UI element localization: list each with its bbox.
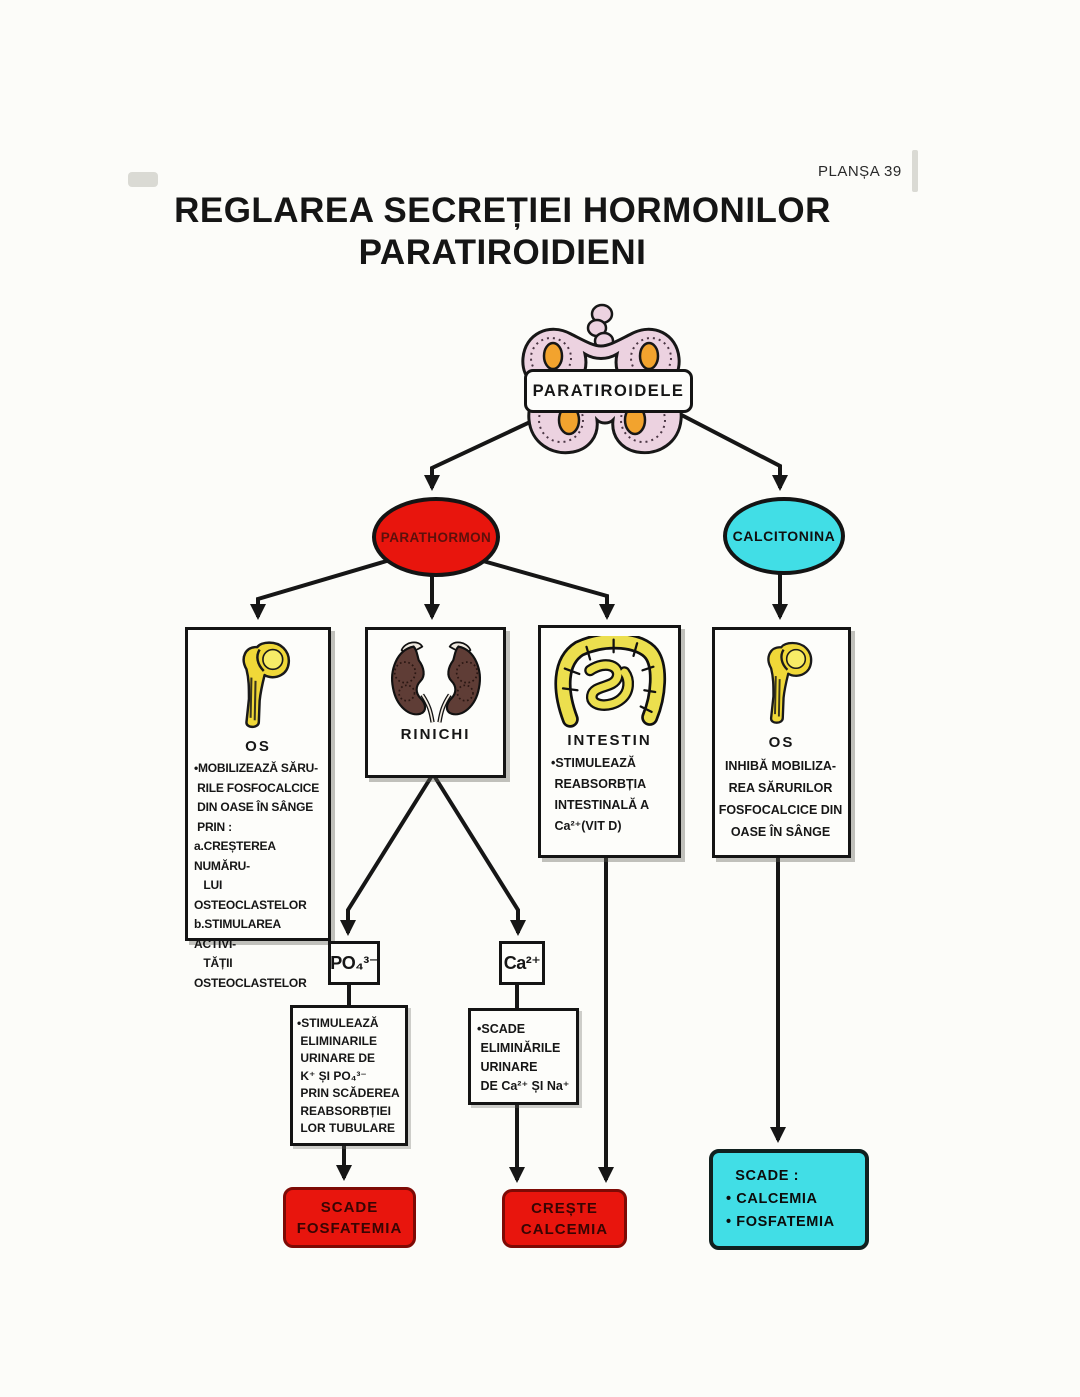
organ-title: OS <box>245 738 271 755</box>
calcium-node: Ca²⁺ <box>499 941 545 985</box>
outcome-creste-calcemia: CREȘTE CALCEMIA <box>502 1189 627 1248</box>
outcome-text: SCADE FOSFATEMIA <box>296 1198 403 1237</box>
title-line-2: PARATIROIDIENI <box>358 233 647 272</box>
os-calcitonina-box: OS INHIBĂ MOBILIZA- REA SĂRURILOR FOSFOC… <box>712 627 851 858</box>
os-parathormon-box: OS •MOBILIZEAZĂ SĂRU- RILE FOSFOCALCICE … <box>185 627 331 990</box>
intestine-icon <box>553 636 666 728</box>
kidneys-icon <box>390 641 481 723</box>
phosphate-node: PO₄³⁻ <box>328 941 380 985</box>
arrow-rinichi-to-po4 <box>340 772 435 936</box>
title-line-1: REGLAREA SECREȚIEI HORMONILOR <box>174 191 831 230</box>
outcome-scade-fosfatemia: SCADE FOSFATEMIA <box>283 1187 416 1248</box>
bone-icon <box>766 641 812 724</box>
rinichi-box: RINICHI <box>365 627 506 778</box>
arrow-parathormon-to-os <box>250 558 391 620</box>
parathormon-node: PARATHORMON <box>372 497 500 577</box>
paratiroidele-label: PARATIROIDELE <box>524 369 693 413</box>
intestin-box: INTESTIN •STIMULEAZĂ REABSORBȚIA INTESTI… <box>538 625 681 858</box>
outcome-text: CREȘTE CALCEMIA <box>520 1199 609 1238</box>
scan-artifact <box>912 150 918 192</box>
outcome-calcitonina: SCADE : • CALCEMIA • FOSFATEMIA <box>709 1149 869 1250</box>
page-title: REGLAREA SECREȚIEI HORMONILOR PARATIROID… <box>0 190 1005 274</box>
organ-title: INTESTIN <box>567 732 652 749</box>
organ-effect-text: •STIMULEAZĂ REABSORBȚIA INTESTINALĂ A Ca… <box>551 756 650 833</box>
plate-number: PLANȘA 39 <box>818 163 902 180</box>
arrow-thyroid-to-parathormon <box>424 406 561 491</box>
renal-phosphate-effect-box: •STIMULEAZĂ ELIMINARILE URINARE DE K⁺ ȘI… <box>290 1005 408 1146</box>
organ-effect-text: INHIBĂ MOBILIZA- REA SĂRURILOR FOSFOCALC… <box>718 759 843 839</box>
arrow-thyroid-to-calcitonina <box>667 406 788 491</box>
calcitonina-node: CALCITONINA <box>723 497 845 575</box>
organ-title: OS <box>768 734 795 751</box>
effect-text: •SCADE ELIMINĂRILE URINARE DE Ca²⁺ ȘI Na… <box>477 1021 570 1093</box>
arrow-rinichi-to-ca <box>431 772 526 936</box>
organ-title: RINICHI <box>400 726 471 743</box>
bone-icon <box>242 641 290 729</box>
arrow-parathormon-to-intestin <box>475 557 615 620</box>
scan-artifact <box>128 172 158 187</box>
outcome-text: SCADE : • CALCEMIA • FOSFATEMIA <box>726 1168 835 1230</box>
organ-effect-text: •MOBILIZEAZĂ SĂRU- RILE FOSFOCALCICE DIN… <box>194 761 320 990</box>
renal-calcium-effect-box: •SCADE ELIMINĂRILE URINARE DE Ca²⁺ ȘI Na… <box>468 1008 579 1105</box>
effect-text: •STIMULEAZĂ ELIMINARILE URINARE DE K⁺ ȘI… <box>297 1016 400 1136</box>
